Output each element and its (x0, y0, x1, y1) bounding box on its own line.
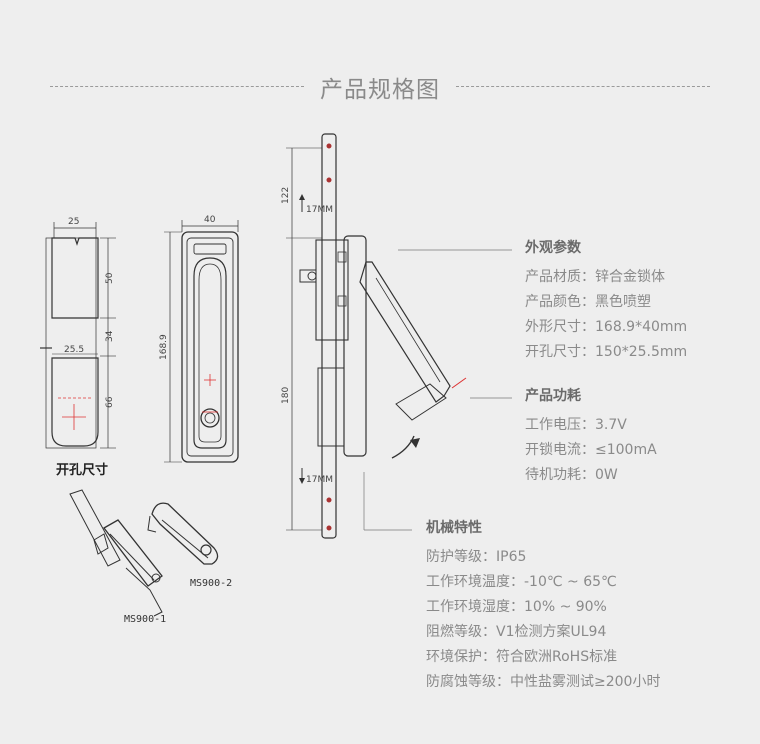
dim-50: 50 (105, 272, 115, 284)
power-spec-block: 产品功耗 工作电压：3.7V 开锁电流：≤100mA 待机功耗：0W (525, 384, 657, 488)
dim-17mm-bottom: 17MM (306, 475, 333, 485)
mechanical-item: 防护等级：IP65 (426, 549, 527, 565)
model-ms900-1-label: MS900-1 (124, 614, 166, 625)
model-ms900-2-label: MS900-2 (190, 578, 232, 589)
mechanical-heading: 机械特性 (426, 520, 482, 536)
dim-122: 122 (281, 187, 291, 204)
dim-66: 66 (105, 396, 115, 408)
appearance-heading: 外观参数 (525, 240, 581, 256)
title-row: 产品规格图 (0, 68, 760, 104)
dim-34: 34 (105, 330, 115, 342)
cutout-label: 开孔尺寸 (56, 462, 108, 478)
dim-25-5: 25.5 (64, 345, 84, 355)
appearance-spec-block: 外观参数 产品材质：锌合金锁体 产品颜色：黑色喷塑 外形尺寸：168.9*40m… (525, 236, 687, 365)
appearance-item: 产品材质：锌合金锁体 (525, 269, 665, 285)
mechanical-item: 阻燃等级：V1检测方案UL94 (426, 624, 607, 640)
dim-180: 180 (281, 387, 291, 404)
mechanical-item: 环境保护：符合欧洲RoHS标准 (426, 649, 618, 665)
title-divider-left (50, 86, 304, 87)
appearance-item: 外形尺寸：168.9*40mm (525, 319, 688, 335)
mechanical-spec-block: 机械特性 防护等级：IP65 工作环境温度：-10℃ ~ 65℃ 工作环境湿度：… (426, 516, 660, 695)
dim-25: 25 (68, 217, 79, 227)
mechanical-item: 工作环境温度：-10℃ ~ 65℃ (426, 574, 617, 590)
power-item: 工作电压：3.7V (525, 417, 627, 433)
appearance-item: 产品颜色：黑色喷塑 (525, 294, 651, 310)
front-view (164, 220, 239, 463)
dim-40: 40 (204, 215, 216, 225)
model-ms900-1-illustration (69, 489, 163, 617)
side-view (286, 133, 512, 539)
dim-168-9: 168.9 (159, 334, 169, 360)
power-heading: 产品功耗 (525, 388, 581, 404)
mechanical-item: 防腐蚀等级：中性盐雾测试≥200小时 (426, 674, 661, 690)
dim-17mm-top: 17MM (306, 205, 333, 215)
mechanical-item: 工作环境湿度：10% ~ 90% (426, 599, 607, 615)
page-title: 产品规格图 (320, 77, 440, 103)
title-divider-right (456, 86, 710, 87)
power-item: 开锁电流：≤100mA (525, 442, 657, 458)
power-item: 待机功耗：0W (525, 467, 618, 483)
cutout-diagram (40, 222, 116, 449)
appearance-item: 开孔尺寸：150*25.5mm (525, 344, 688, 360)
model-ms900-2-illustration (147, 502, 219, 565)
